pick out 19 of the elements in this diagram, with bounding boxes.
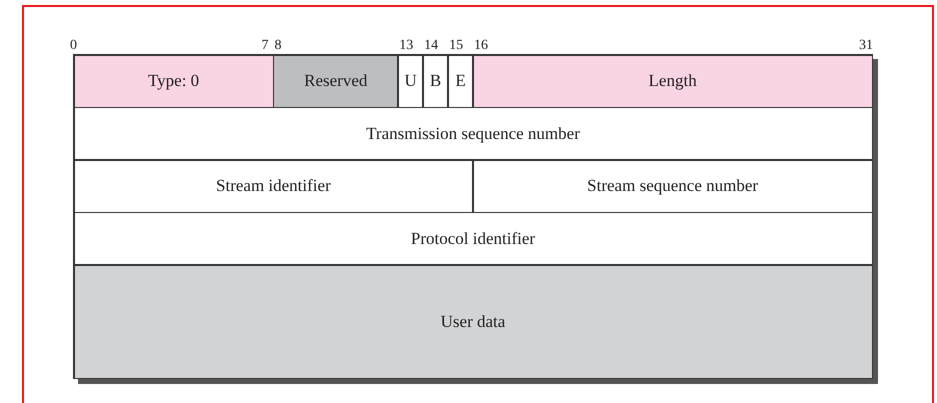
header-field: Stream sequence number [474, 160, 872, 212]
header-field: Transmission sequence number [74, 108, 872, 159]
bit-number: 14 [424, 39, 438, 53]
header-field: U [398, 56, 422, 106]
bit-number: 7 [262, 39, 268, 53]
header-field: E [448, 56, 472, 106]
header-field: Type: 0 [74, 56, 273, 106]
bit-number: 0 [70, 39, 77, 53]
header-field: Reserved [274, 56, 398, 106]
bit-number: 31 [859, 39, 873, 53]
bit-number: 15 [449, 39, 464, 53]
bit-number: 16 [474, 39, 488, 53]
bit-number: 13 [399, 39, 414, 53]
header-field: B [424, 56, 448, 106]
header-field: Protocol identifier [74, 213, 872, 264]
bit-number: 8 [274, 39, 282, 53]
header-field: Stream identifier [74, 160, 472, 212]
header-field: User data [74, 266, 872, 378]
header-field: Length [474, 56, 872, 106]
